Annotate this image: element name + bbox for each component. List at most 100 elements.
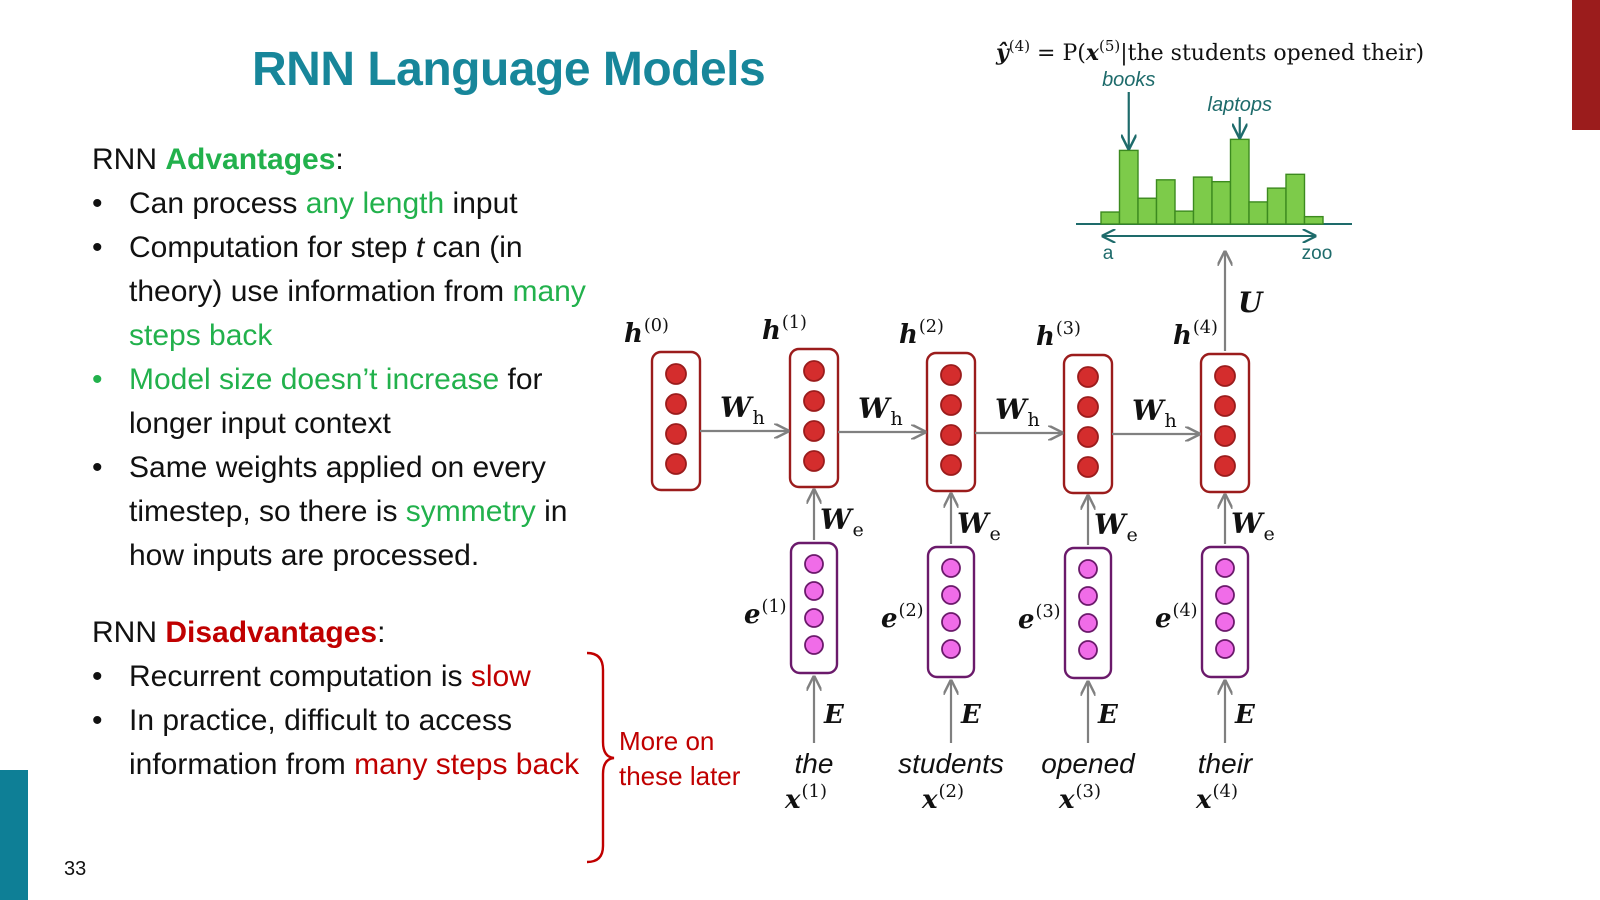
distribution-bar — [1266, 187, 1287, 225]
neuron — [1215, 558, 1235, 578]
hidden-state-box — [1199, 352, 1251, 494]
hidden-state-box — [1062, 353, 1114, 495]
hidden-state-label: h(4) — [1173, 318, 1218, 351]
embedding-label: e(3) — [1018, 602, 1061, 635]
hidden-state-label: h(0) — [624, 316, 669, 349]
embedding-box — [1063, 546, 1113, 680]
advantages-section: RNN Advantages: Can process any length i… — [92, 138, 599, 578]
slide-title: RNN Language Models — [252, 43, 766, 96]
bullet-text: t — [415, 231, 425, 264]
distribution-bar — [1285, 173, 1306, 225]
bullet-item: Can process any length input — [92, 182, 599, 226]
neuron — [665, 423, 687, 445]
neuron — [1215, 585, 1235, 605]
distribution-bar — [1174, 210, 1195, 225]
output-equation: ŷ(4) = P(x(5)|the students opened their) — [995, 37, 1424, 66]
disadvantages-heading: RNN Disadvantages: — [92, 616, 386, 649]
bullet-text: input — [444, 187, 518, 220]
later-note: More on these later — [619, 726, 741, 791]
bullet-text: Model size doesn’t increase — [129, 363, 500, 396]
bullet-text: for longer input context — [129, 363, 543, 440]
input-label: x(3) — [1058, 781, 1101, 815]
neuron — [804, 581, 824, 601]
embedding-matrix-label: E — [1097, 700, 1119, 730]
peak-label: laptops — [1208, 94, 1273, 116]
embedding-matrix-label: E — [960, 700, 982, 730]
hidden-state-box — [788, 347, 840, 489]
input-label: x(1) — [784, 781, 827, 815]
hidden-state-box — [925, 351, 977, 493]
neuron — [803, 450, 825, 472]
neuron — [941, 612, 961, 632]
distribution-bar — [1100, 211, 1121, 225]
embedding-box — [1200, 545, 1250, 679]
neuron — [1077, 426, 1099, 448]
recurrent-weight-label: Wh — [1132, 394, 1177, 432]
bullet-text: In practice, difficult to access informa… — [129, 704, 512, 781]
neuron — [1077, 396, 1099, 418]
input-word: students — [898, 748, 1004, 779]
distribution-bar — [1229, 138, 1250, 225]
distribution-bar — [1192, 176, 1213, 225]
neuron — [665, 453, 687, 475]
bullet-text: Recurrent computation is — [129, 660, 471, 693]
neuron — [665, 393, 687, 415]
embedding-weight-label: We — [1231, 507, 1275, 545]
distribution-bar — [1155, 179, 1176, 225]
neuron — [1215, 612, 1235, 632]
advantages-label: Advantages — [165, 143, 336, 176]
disadvantages-brace — [586, 651, 615, 864]
neuron — [940, 394, 962, 416]
neuron — [1078, 640, 1098, 660]
embedding-weight-label: We — [957, 507, 1001, 545]
input-label: x(2) — [921, 781, 964, 815]
bullet-item: Same weights applied on every timestep, … — [92, 446, 599, 578]
output-weight-label: U — [1238, 286, 1264, 319]
distribution-bar — [1211, 180, 1232, 225]
neuron — [1077, 456, 1099, 478]
bullet-text: any length — [305, 187, 445, 220]
neuron — [665, 363, 687, 385]
neuron — [804, 608, 824, 628]
disadvantages-label: Disadvantages — [165, 616, 378, 649]
embedding-label: e(2) — [881, 601, 924, 634]
bullet-text: slow — [470, 660, 531, 693]
recurrent-weight-label: Wh — [995, 393, 1040, 431]
neuron — [1214, 425, 1236, 447]
hidden-state-label: h(2) — [899, 317, 944, 350]
neuron — [940, 364, 962, 386]
bullet-text: Can process — [129, 187, 306, 220]
bullet-text: Same weights applied on every timestep, … — [129, 451, 546, 528]
neuron — [940, 454, 962, 476]
embedding-weight-label: We — [1094, 508, 1138, 546]
neuron — [1078, 586, 1098, 606]
neuron — [1214, 455, 1236, 477]
neuron — [803, 360, 825, 382]
neuron — [803, 390, 825, 412]
bullet-item: Model size doesn’t increase for longer i… — [92, 358, 599, 446]
neuron — [804, 635, 824, 655]
vocab-range-end: zoo — [1302, 243, 1333, 264]
bullet-item: Recurrent computation is slow — [92, 655, 599, 699]
bullet-text: can (in theory) use information from — [129, 231, 523, 308]
embedding-matrix-label: E — [1234, 700, 1256, 730]
bullet-text: symmetry — [405, 495, 536, 528]
advantages-list: Can process any length inputComputation … — [92, 182, 599, 578]
hidden-state-label: h(1) — [762, 313, 807, 346]
embedding-matrix-label: E — [823, 700, 845, 730]
bullet-text: many steps back — [129, 275, 586, 352]
embedding-label: e(1) — [744, 597, 787, 630]
accent-bar-left — [0, 770, 28, 900]
neuron — [1214, 395, 1236, 417]
embedding-weight-label: We — [820, 503, 864, 541]
recurrent-weight-label: Wh — [720, 391, 765, 429]
distribution-bar — [1118, 149, 1139, 225]
accent-bar-right — [1572, 0, 1600, 130]
bullet-item: Computation for step t can (in theory) u… — [92, 226, 599, 358]
embedding-box — [926, 545, 976, 679]
disadvantages-section: RNN Disadvantages: Recurrent computation… — [92, 611, 599, 787]
page-number: 33 — [64, 858, 87, 880]
recurrent-weight-label: Wh — [858, 392, 903, 430]
neuron — [803, 420, 825, 442]
